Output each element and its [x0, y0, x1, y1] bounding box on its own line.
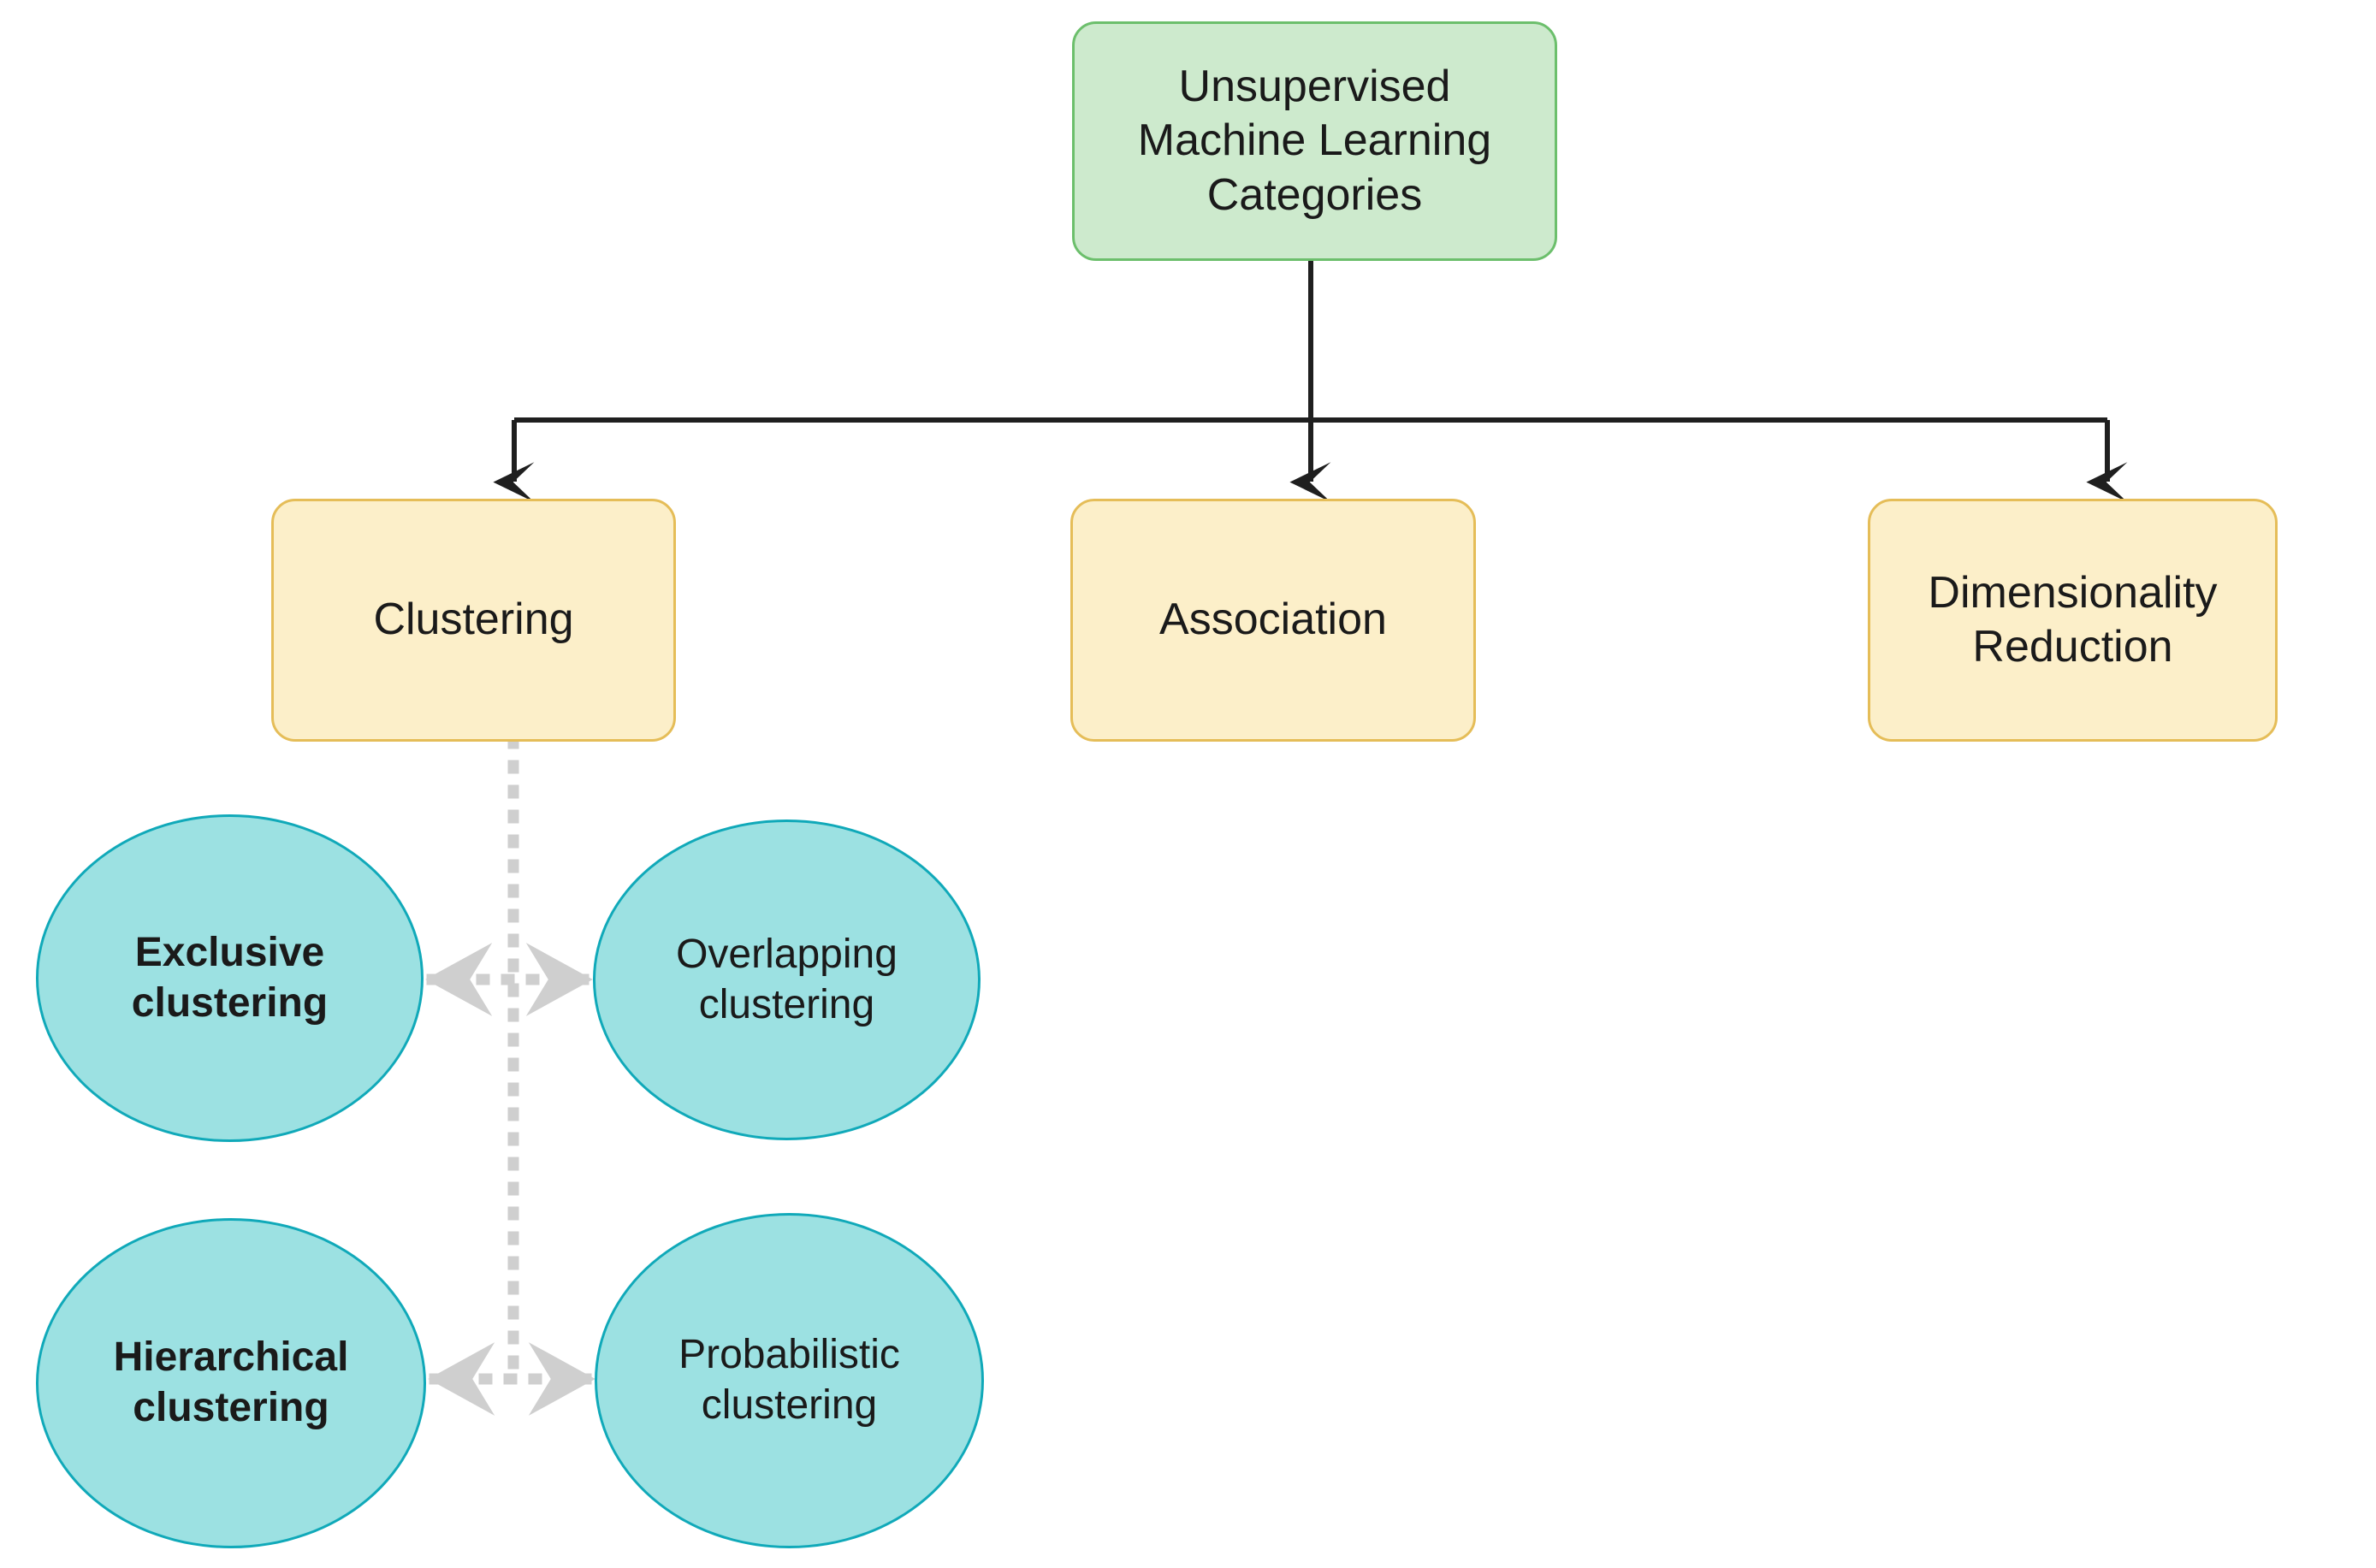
node-label: Unsupervised Machine Learning Categories — [1137, 61, 1492, 220]
node-association[interactable]: Association — [1070, 499, 1476, 742]
edge-root-to-bus — [514, 261, 2107, 423]
node-label: Dimensionality Reduction — [1928, 567, 2218, 672]
node-label: Exclusive clustering — [131, 929, 329, 1026]
node-overlapping-clustering[interactable]: Overlapping clustering — [593, 820, 981, 1140]
node-exclusive-clustering[interactable]: Exclusive clustering — [36, 814, 424, 1142]
node-label: Hierarchical clustering — [113, 1334, 349, 1430]
node-clustering[interactable]: Clustering — [271, 499, 676, 742]
node-label: Probabilistic clustering — [678, 1332, 900, 1428]
node-hierarchical-clustering[interactable]: Hierarchical clustering — [36, 1218, 426, 1548]
node-probabilistic-clustering[interactable]: Probabilistic clustering — [595, 1213, 984, 1548]
node-label: Overlapping clustering — [676, 931, 898, 1027]
node-label: Clustering — [373, 595, 574, 645]
node-label: Association — [1159, 595, 1387, 645]
node-dimensionality-reduction[interactable]: Dimensionality Reduction — [1868, 499, 2278, 742]
node-unsupervised-machine-learning-categories[interactable]: Unsupervised Machine Learning Categories — [1072, 21, 1557, 261]
